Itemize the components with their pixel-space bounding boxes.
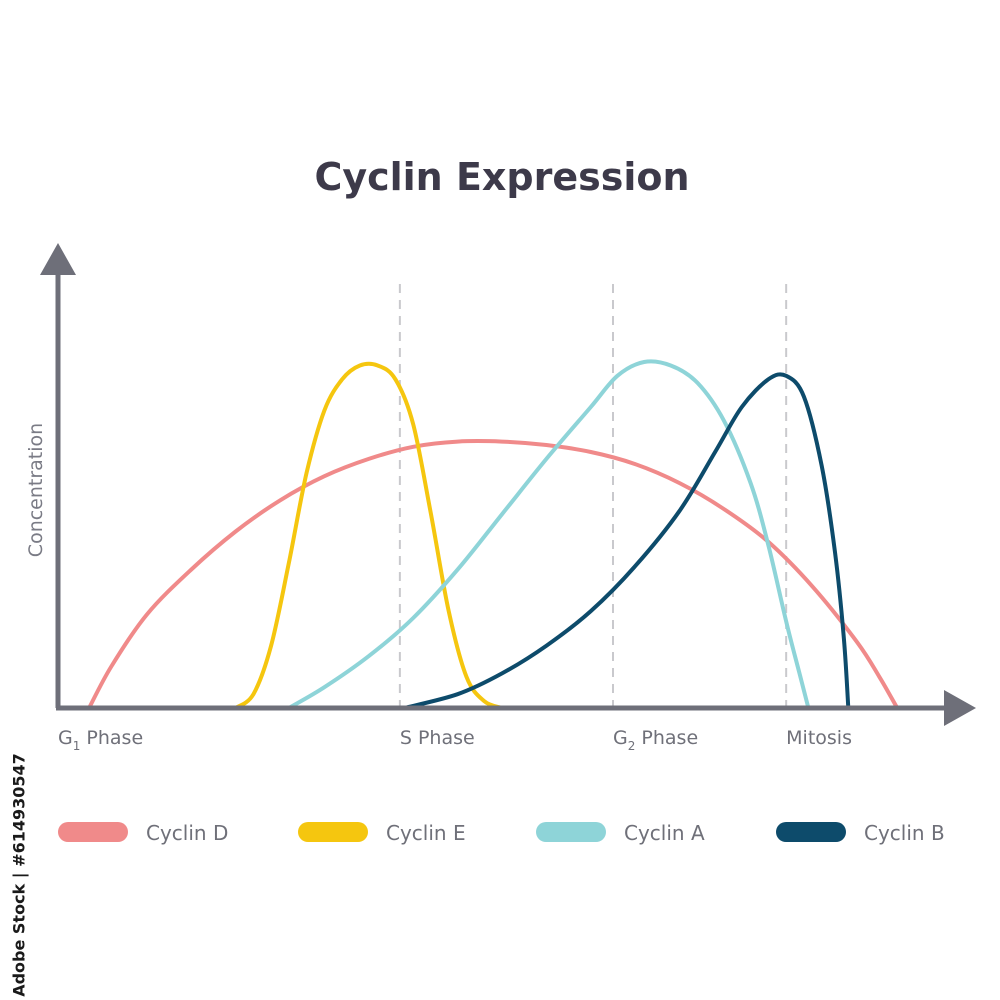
legend-label-cyclin-d: Cyclin D — [146, 821, 228, 845]
legend: Cyclin D Cyclin E Cyclin A Cyclin B — [58, 821, 945, 845]
phase-label-2: G2 Phase — [613, 727, 698, 753]
watermark: Adobe Stock | #614930547 — [4, 753, 34, 997]
legend-label-cyclin-a: Cyclin A — [624, 821, 705, 845]
series-line-cyclin-b — [402, 372, 851, 710]
legend-label-cyclin-b: Cyclin B — [864, 821, 945, 845]
axes — [40, 243, 976, 726]
x-axis-arrow — [944, 690, 976, 726]
y-axis-label: Concentration — [25, 423, 47, 557]
phase-label-1: S Phase — [400, 727, 475, 749]
series-line-cyclin-e — [233, 361, 504, 710]
series-line-cyclin-a — [286, 359, 811, 710]
legend-swatch-cyclin-d — [58, 822, 128, 842]
phase-dividers — [398, 284, 788, 706]
series-lines — [87, 359, 900, 710]
y-axis-arrow — [40, 243, 76, 275]
phase-label-0: G1 Phase — [58, 727, 143, 753]
legend-label-cyclin-e: Cyclin E — [386, 821, 466, 845]
phase-labels: G1 Phase S Phase G2 Phase Mitosis — [58, 727, 852, 753]
series-line-cyclin-d — [87, 439, 900, 710]
watermark-text: Adobe Stock | #614930547 — [9, 753, 29, 997]
phase-label-3: Mitosis — [786, 727, 852, 749]
legend-swatch-cyclin-e — [298, 822, 368, 842]
legend-swatch-cyclin-a — [536, 822, 606, 842]
chart-title: Cyclin Expression — [314, 155, 689, 199]
legend-swatch-cyclin-b — [776, 822, 846, 842]
